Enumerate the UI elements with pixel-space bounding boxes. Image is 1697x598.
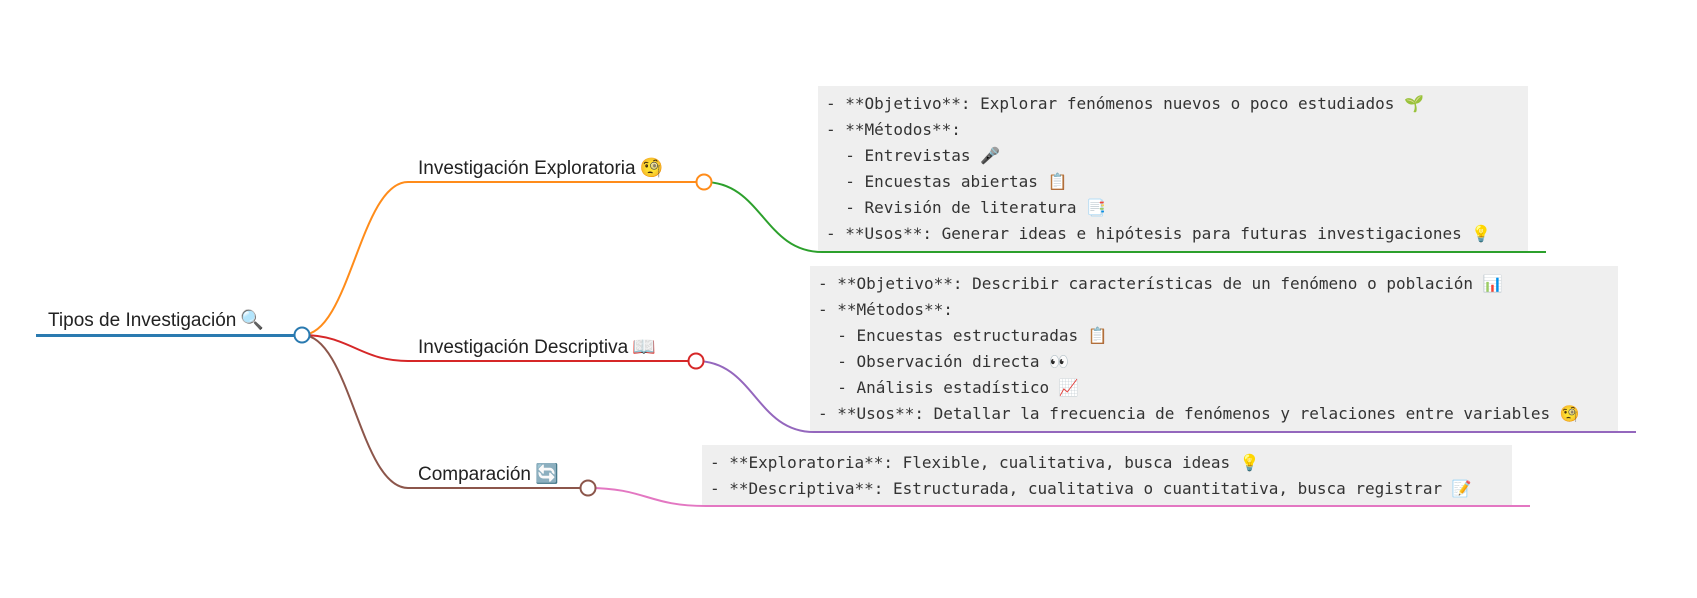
detail-line: - Encuestas estructuradas 📋 xyxy=(818,326,1108,345)
detail-line: - Encuestas abiertas 📋 xyxy=(826,172,1068,191)
link-root-comparacion xyxy=(301,334,409,489)
link-root-exploratoria xyxy=(301,181,409,336)
descriptiva-details: - **Objetivo**: Describir característica… xyxy=(810,266,1618,431)
detail-line: - **Objetivo**: Explorar fenómenos nuevo… xyxy=(826,94,1424,113)
root-node-label: Tipos de Investigación xyxy=(48,310,237,331)
descriptiva-collapse-toggle[interactable] xyxy=(687,352,705,370)
arrows-cycle-icon: 🔄 xyxy=(535,464,559,485)
link-descriptiva-details xyxy=(695,360,815,433)
detail-line: - Revisión de literatura 📑 xyxy=(826,198,1107,217)
link-root-descriptiva xyxy=(301,334,409,362)
exploratoria-details: - **Objetivo**: Explorar fenómenos nuevo… xyxy=(818,86,1528,251)
detail-line: - **Usos**: Detallar la frecuencia de fe… xyxy=(818,404,1580,423)
detail-line: - **Exploratoria**: Flexible, cualitativ… xyxy=(710,453,1260,472)
detail-line: - **Descriptiva**: Estructurada, cualita… xyxy=(710,479,1472,498)
descriptiva-node[interactable]: Investigación Descriptiva📖 xyxy=(418,337,656,359)
detail-line: - **Métodos**: xyxy=(826,120,961,139)
descriptiva-node-label: Investigación Descriptiva xyxy=(418,337,629,358)
link-exploratoria-details xyxy=(703,181,823,253)
root-node[interactable]: Tipos de Investigación🔍 xyxy=(48,310,264,332)
link-comparacion-details xyxy=(587,487,707,507)
exploratoria-node[interactable]: Investigación Exploratoria🧐 xyxy=(418,158,663,180)
magnifier-icon: 🔍 xyxy=(240,310,265,331)
detail-line: - **Usos**: Generar ideas e hipótesis pa… xyxy=(826,224,1492,243)
comparacion-details: - **Exploratoria**: Flexible, cualitativ… xyxy=(702,445,1512,505)
detail-line: - Entrevistas 🎤 xyxy=(826,146,1001,165)
open-book-icon: 📖 xyxy=(632,337,656,358)
comparacion-node-label: Comparación xyxy=(418,464,531,485)
comparacion-collapse-toggle[interactable] xyxy=(579,479,597,497)
exploratoria-node-label: Investigación Exploratoria xyxy=(418,158,636,179)
detail-line: - Observación directa 👀 xyxy=(818,352,1070,371)
comparacion-node[interactable]: Comparación🔄 xyxy=(418,464,559,486)
root-collapse-toggle[interactable] xyxy=(293,326,311,344)
exploratoria-collapse-toggle[interactable] xyxy=(695,173,713,191)
detail-line: - **Métodos**: xyxy=(818,300,953,319)
detail-line: - **Objetivo**: Describir característica… xyxy=(818,274,1503,293)
detail-line: - Análisis estadístico 📈 xyxy=(818,378,1079,397)
monocle-face-icon: 🧐 xyxy=(639,158,664,179)
